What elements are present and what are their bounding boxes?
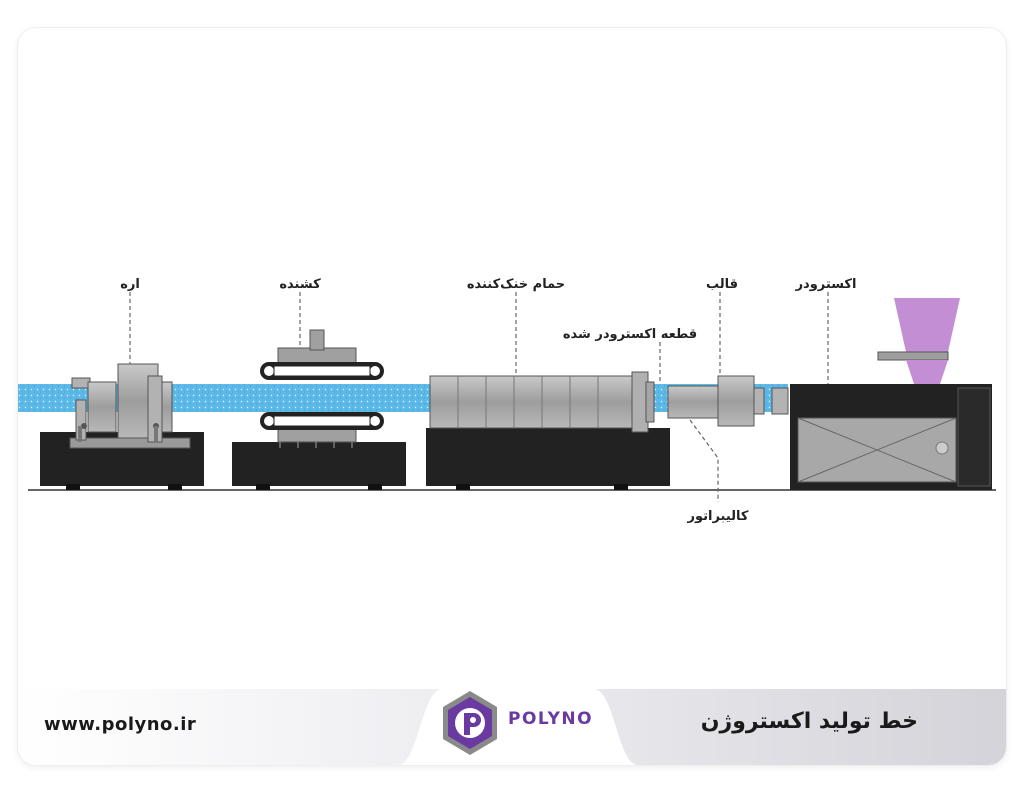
label-extruder: اکسترودر bbox=[795, 277, 857, 292]
extruder-machine bbox=[771, 298, 992, 490]
brand-name: POLYNO bbox=[508, 709, 594, 729]
website-link[interactable]: www.polyno.ir bbox=[44, 714, 197, 735]
saw-machine bbox=[40, 363, 204, 490]
label-saw: اره bbox=[120, 277, 140, 292]
diagram-card: اره کشنده حمام خنک‌کننده قطعه اکسترودر ش… bbox=[18, 28, 1006, 765]
extrusion-line-diagram: اره کشنده حمام خنک‌کننده قطعه اکسترودر ش… bbox=[18, 277, 996, 524]
label-puller: کشنده bbox=[279, 277, 321, 292]
puller-machine bbox=[232, 329, 406, 490]
footer-title: خط تولید اکستروژن bbox=[700, 709, 918, 734]
hopper bbox=[894, 298, 960, 352]
polyno-logo-icon bbox=[443, 691, 497, 755]
label-extruded-part: قطعه اکسترودر شده bbox=[563, 327, 697, 342]
die-and-calibrator bbox=[667, 375, 765, 427]
label-calibrator: کالیبراتور bbox=[687, 509, 749, 524]
brand-logo-tab: POLYNO bbox=[398, 679, 638, 765]
label-die: قالب bbox=[706, 277, 738, 292]
label-cooling-bath: حمام خنک‌کننده bbox=[467, 277, 565, 292]
cooling-bath-machine bbox=[426, 371, 670, 490]
